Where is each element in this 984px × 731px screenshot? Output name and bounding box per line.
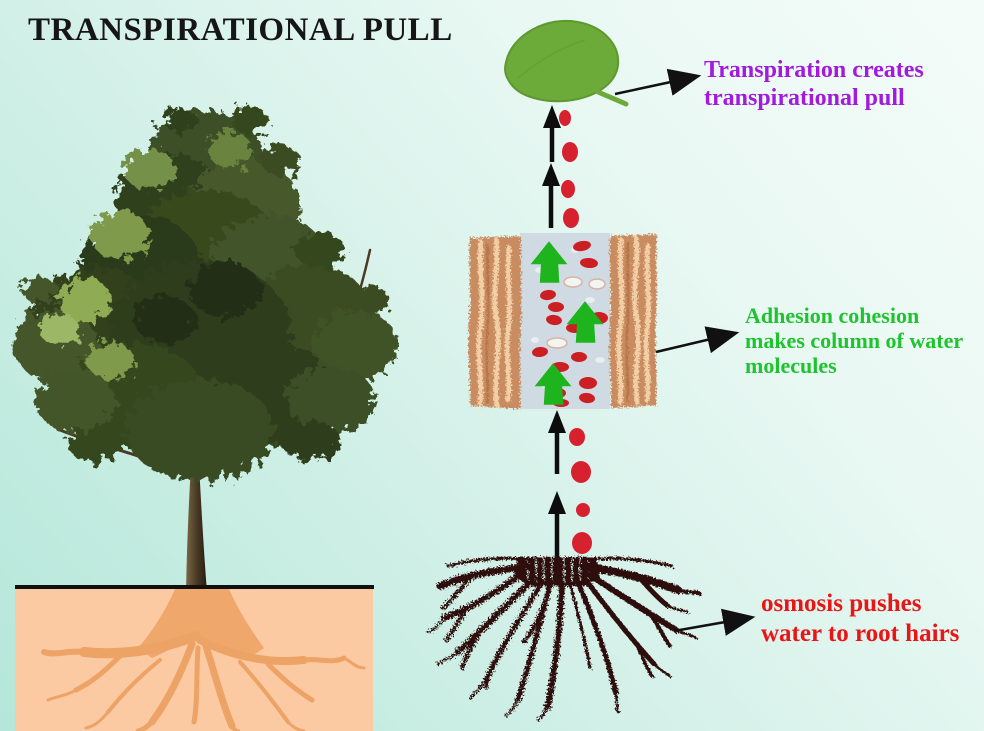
- adhesion-label: Adhesion cohesion makes column of water …: [745, 303, 963, 378]
- osmosis-label: osmosis pushes water to root hairs: [761, 589, 959, 649]
- pointer-arrow-icon: [614, 68, 756, 636]
- up-arrow-icon-lower: [548, 410, 566, 559]
- tree-foliage: [13, 106, 397, 480]
- xylem-wall-right: [609, 234, 657, 408]
- adhesion-label-line1: Adhesion cohesion: [745, 303, 920, 328]
- root-system-icon: [426, 556, 702, 722]
- transpiration-label: Transpiration creates transpirational pu…: [704, 56, 924, 112]
- green-up-arrow-icon: [530, 241, 604, 405]
- adhesion-label-line2: makes column of water: [745, 328, 964, 353]
- water-molecule-icon-lower: [569, 428, 592, 554]
- soil-roots: [41, 631, 366, 731]
- xylem-wall-left: [468, 236, 522, 409]
- up-arrow-icon: [542, 105, 561, 228]
- osmosis-label-line1: osmosis pushes: [761, 590, 922, 617]
- hollow-water-molecules: [546, 276, 606, 349]
- tree-illustration: [13, 106, 397, 592]
- leaf-icon: [504, 19, 629, 107]
- transpiration-label-line2: transpirational pull: [704, 85, 905, 111]
- xylem-cross-section: [468, 233, 657, 409]
- water-molecule-icon: [559, 110, 579, 228]
- page-title: TRANSPIRATIONAL PULL: [28, 12, 453, 48]
- adhesion-label-line3: molecules: [745, 353, 837, 378]
- column-water-molecules: [532, 240, 608, 407]
- soil-block: [15, 585, 374, 731]
- transpiration-label-line1: Transpiration creates: [704, 57, 924, 83]
- tree-trunk: [186, 450, 207, 592]
- osmosis-label-line2: water to root hairs: [761, 620, 960, 647]
